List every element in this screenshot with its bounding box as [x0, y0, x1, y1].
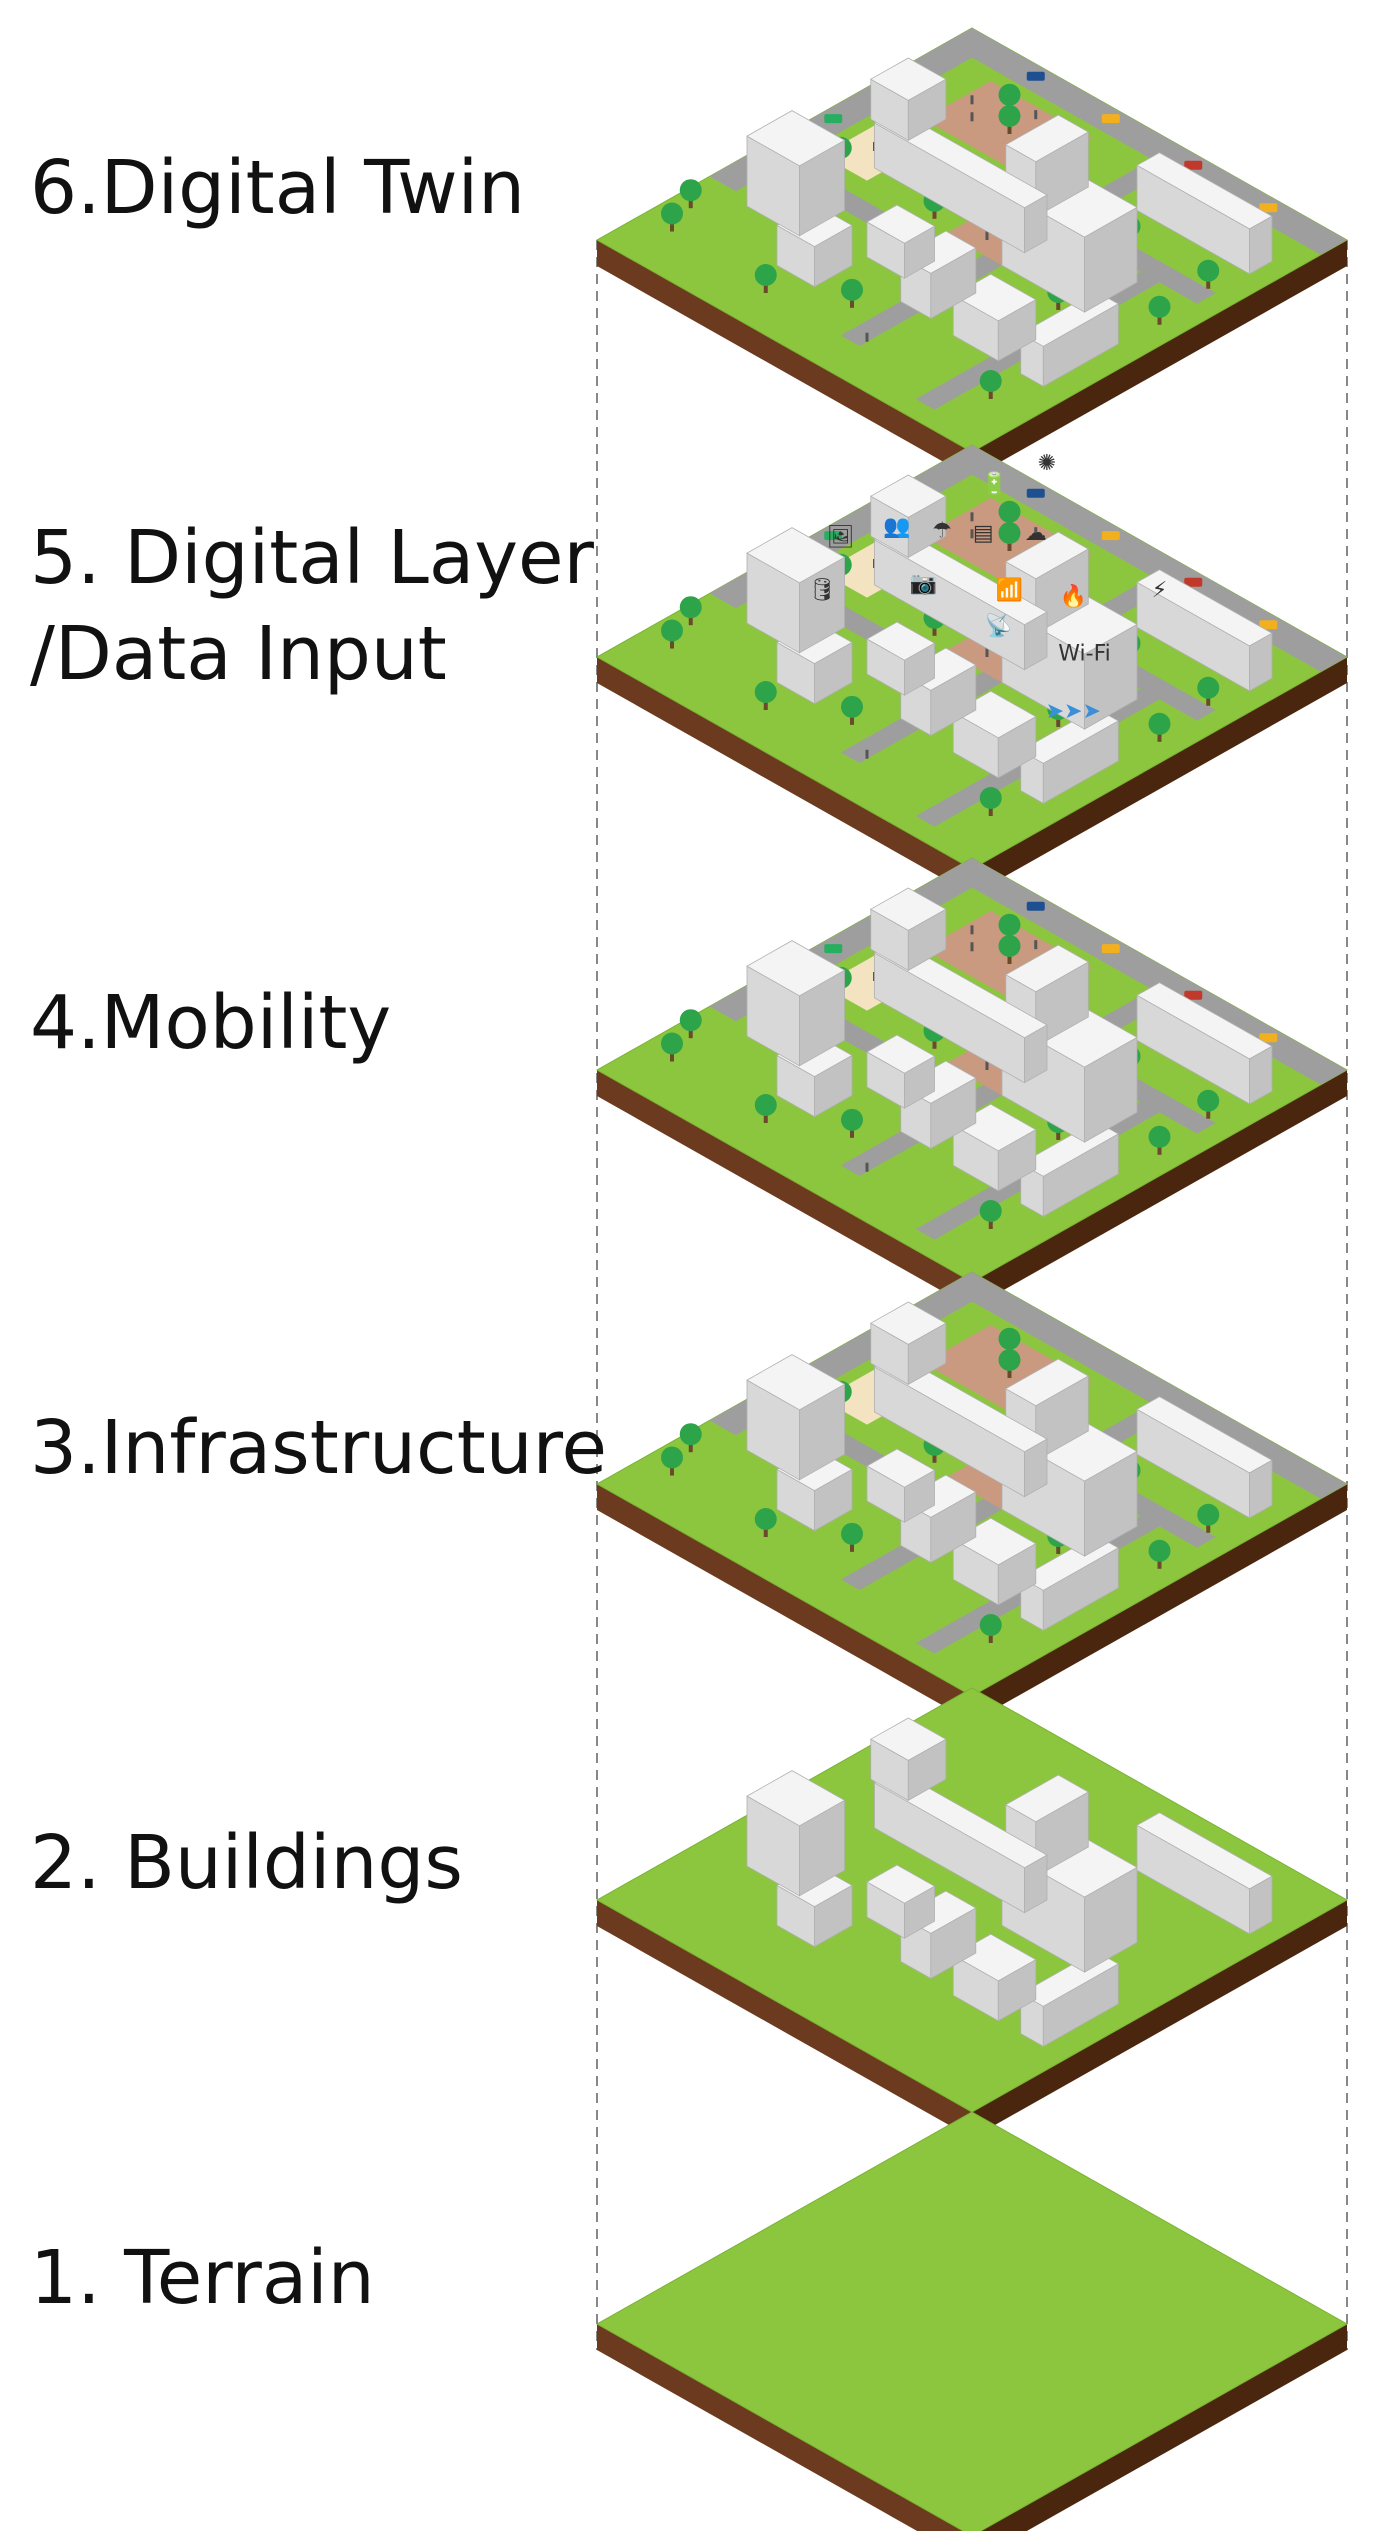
person	[971, 112, 974, 121]
person	[866, 333, 869, 342]
layer-tile-4	[597, 858, 1347, 1308]
document-icon: ▤	[973, 521, 994, 546]
tree	[755, 1094, 777, 1116]
grass-surface	[597, 2112, 1347, 2531]
tree	[680, 596, 702, 618]
person	[1034, 940, 1037, 949]
tree	[980, 370, 1002, 392]
umbrella-icon: ☂	[932, 519, 952, 544]
layer-tile-1	[597, 2112, 1347, 2531]
person	[971, 925, 974, 934]
camera-icon: 📷	[910, 572, 937, 597]
tree	[980, 1200, 1002, 1222]
tree	[999, 84, 1021, 106]
tree	[661, 620, 683, 642]
wireless-signal-icon: 📶	[996, 577, 1023, 603]
tree	[999, 522, 1021, 544]
layer-tile-2	[597, 1688, 1347, 2138]
tree	[999, 1328, 1021, 1350]
tree	[661, 1033, 683, 1055]
water-flow-arrows: ➤➤➤	[1046, 699, 1101, 724]
wifi-icon: Wi-Fi	[1058, 642, 1111, 667]
virus-icon: ✺	[1038, 451, 1056, 476]
vehicle	[1102, 114, 1120, 123]
layer-label-digital-layer: 5. Digital Layer /Data Input	[30, 510, 594, 702]
layer-label-terrain: 1. Terrain	[30, 2230, 375, 2326]
tree	[1149, 1540, 1171, 1562]
layer-label-digital-twin: 6.Digital Twin	[30, 140, 525, 236]
person	[1034, 110, 1037, 119]
person	[971, 95, 974, 104]
layer-label-buildings: 2. Buildings	[30, 1815, 463, 1911]
vehicle	[1102, 531, 1120, 540]
tree	[1149, 713, 1171, 735]
battery-icon: 🔋	[981, 471, 1008, 497]
tree	[841, 1109, 863, 1131]
tree	[755, 681, 777, 703]
tree	[680, 179, 702, 201]
tree	[1149, 296, 1171, 318]
database-icon: 🛢	[808, 578, 836, 603]
tree	[1149, 1126, 1171, 1148]
tree	[755, 1508, 777, 1530]
tree	[1197, 677, 1219, 699]
tree	[999, 501, 1021, 523]
tree	[999, 105, 1021, 127]
person	[866, 1163, 869, 1172]
layer-tile-3	[597, 1272, 1347, 1722]
tree	[1197, 1090, 1219, 1112]
person	[971, 942, 974, 951]
layer-tile-6	[597, 28, 1347, 478]
tree	[661, 1447, 683, 1469]
vehicle	[824, 944, 842, 953]
tree	[980, 787, 1002, 809]
vehicle	[1027, 489, 1045, 498]
person	[866, 750, 869, 759]
image-icon: 🖼	[827, 525, 855, 550]
tree	[841, 279, 863, 301]
tree	[980, 1614, 1002, 1636]
tree	[1197, 1504, 1219, 1526]
vehicle	[824, 114, 842, 123]
tree	[999, 1349, 1021, 1371]
vehicle	[1102, 944, 1120, 953]
cloud-icon: ☁	[1025, 521, 1047, 546]
tree	[755, 264, 777, 286]
tree	[1197, 260, 1219, 282]
layer-label-infrastructure: 3.Infrastructure	[30, 1400, 607, 1496]
layer-tile-5: 🛢 🖼 👥 ☂ 📷 ▤ 📶 ☁ 🔋 📡 Wi-Fi 🔥 ⚡ ✺ ➤➤➤	[597, 445, 1347, 895]
people-icon: 👥	[883, 514, 910, 539]
tree	[999, 935, 1021, 957]
tree	[661, 203, 683, 225]
tree	[841, 696, 863, 718]
lightning-icon: ⚡	[1152, 578, 1167, 603]
vehicle	[1027, 72, 1045, 81]
tree	[680, 1423, 702, 1445]
tree	[999, 914, 1021, 936]
antenna-icon: 📡	[985, 611, 1012, 639]
layer-label-mobility: 4.Mobility	[30, 975, 391, 1071]
vehicle	[1027, 902, 1045, 911]
tree	[680, 1009, 702, 1031]
fire-icon: 🔥	[1060, 583, 1087, 609]
tree	[841, 1523, 863, 1545]
